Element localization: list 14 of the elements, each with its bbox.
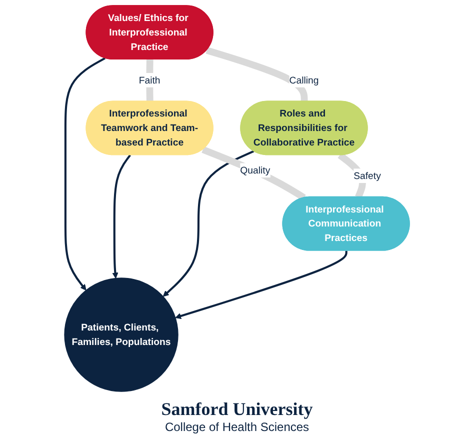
edge-label: Calling <box>289 74 319 86</box>
college-name: College of Health Sciences <box>164 420 310 434</box>
connector <box>206 47 308 102</box>
arrow <box>175 250 348 319</box>
university-name: Samford University <box>161 399 313 420</box>
arrow <box>64 57 106 290</box>
edge-label: Safety <box>354 170 381 181</box>
connector <box>146 59 154 102</box>
edge-label: Faith <box>138 74 160 86</box>
arrow <box>112 154 131 278</box>
arrow <box>162 150 254 297</box>
node-circle: Patients, Clients, Families, Populations <box>64 278 178 392</box>
edge-label: Quality <box>240 164 270 176</box>
connector <box>202 146 306 201</box>
